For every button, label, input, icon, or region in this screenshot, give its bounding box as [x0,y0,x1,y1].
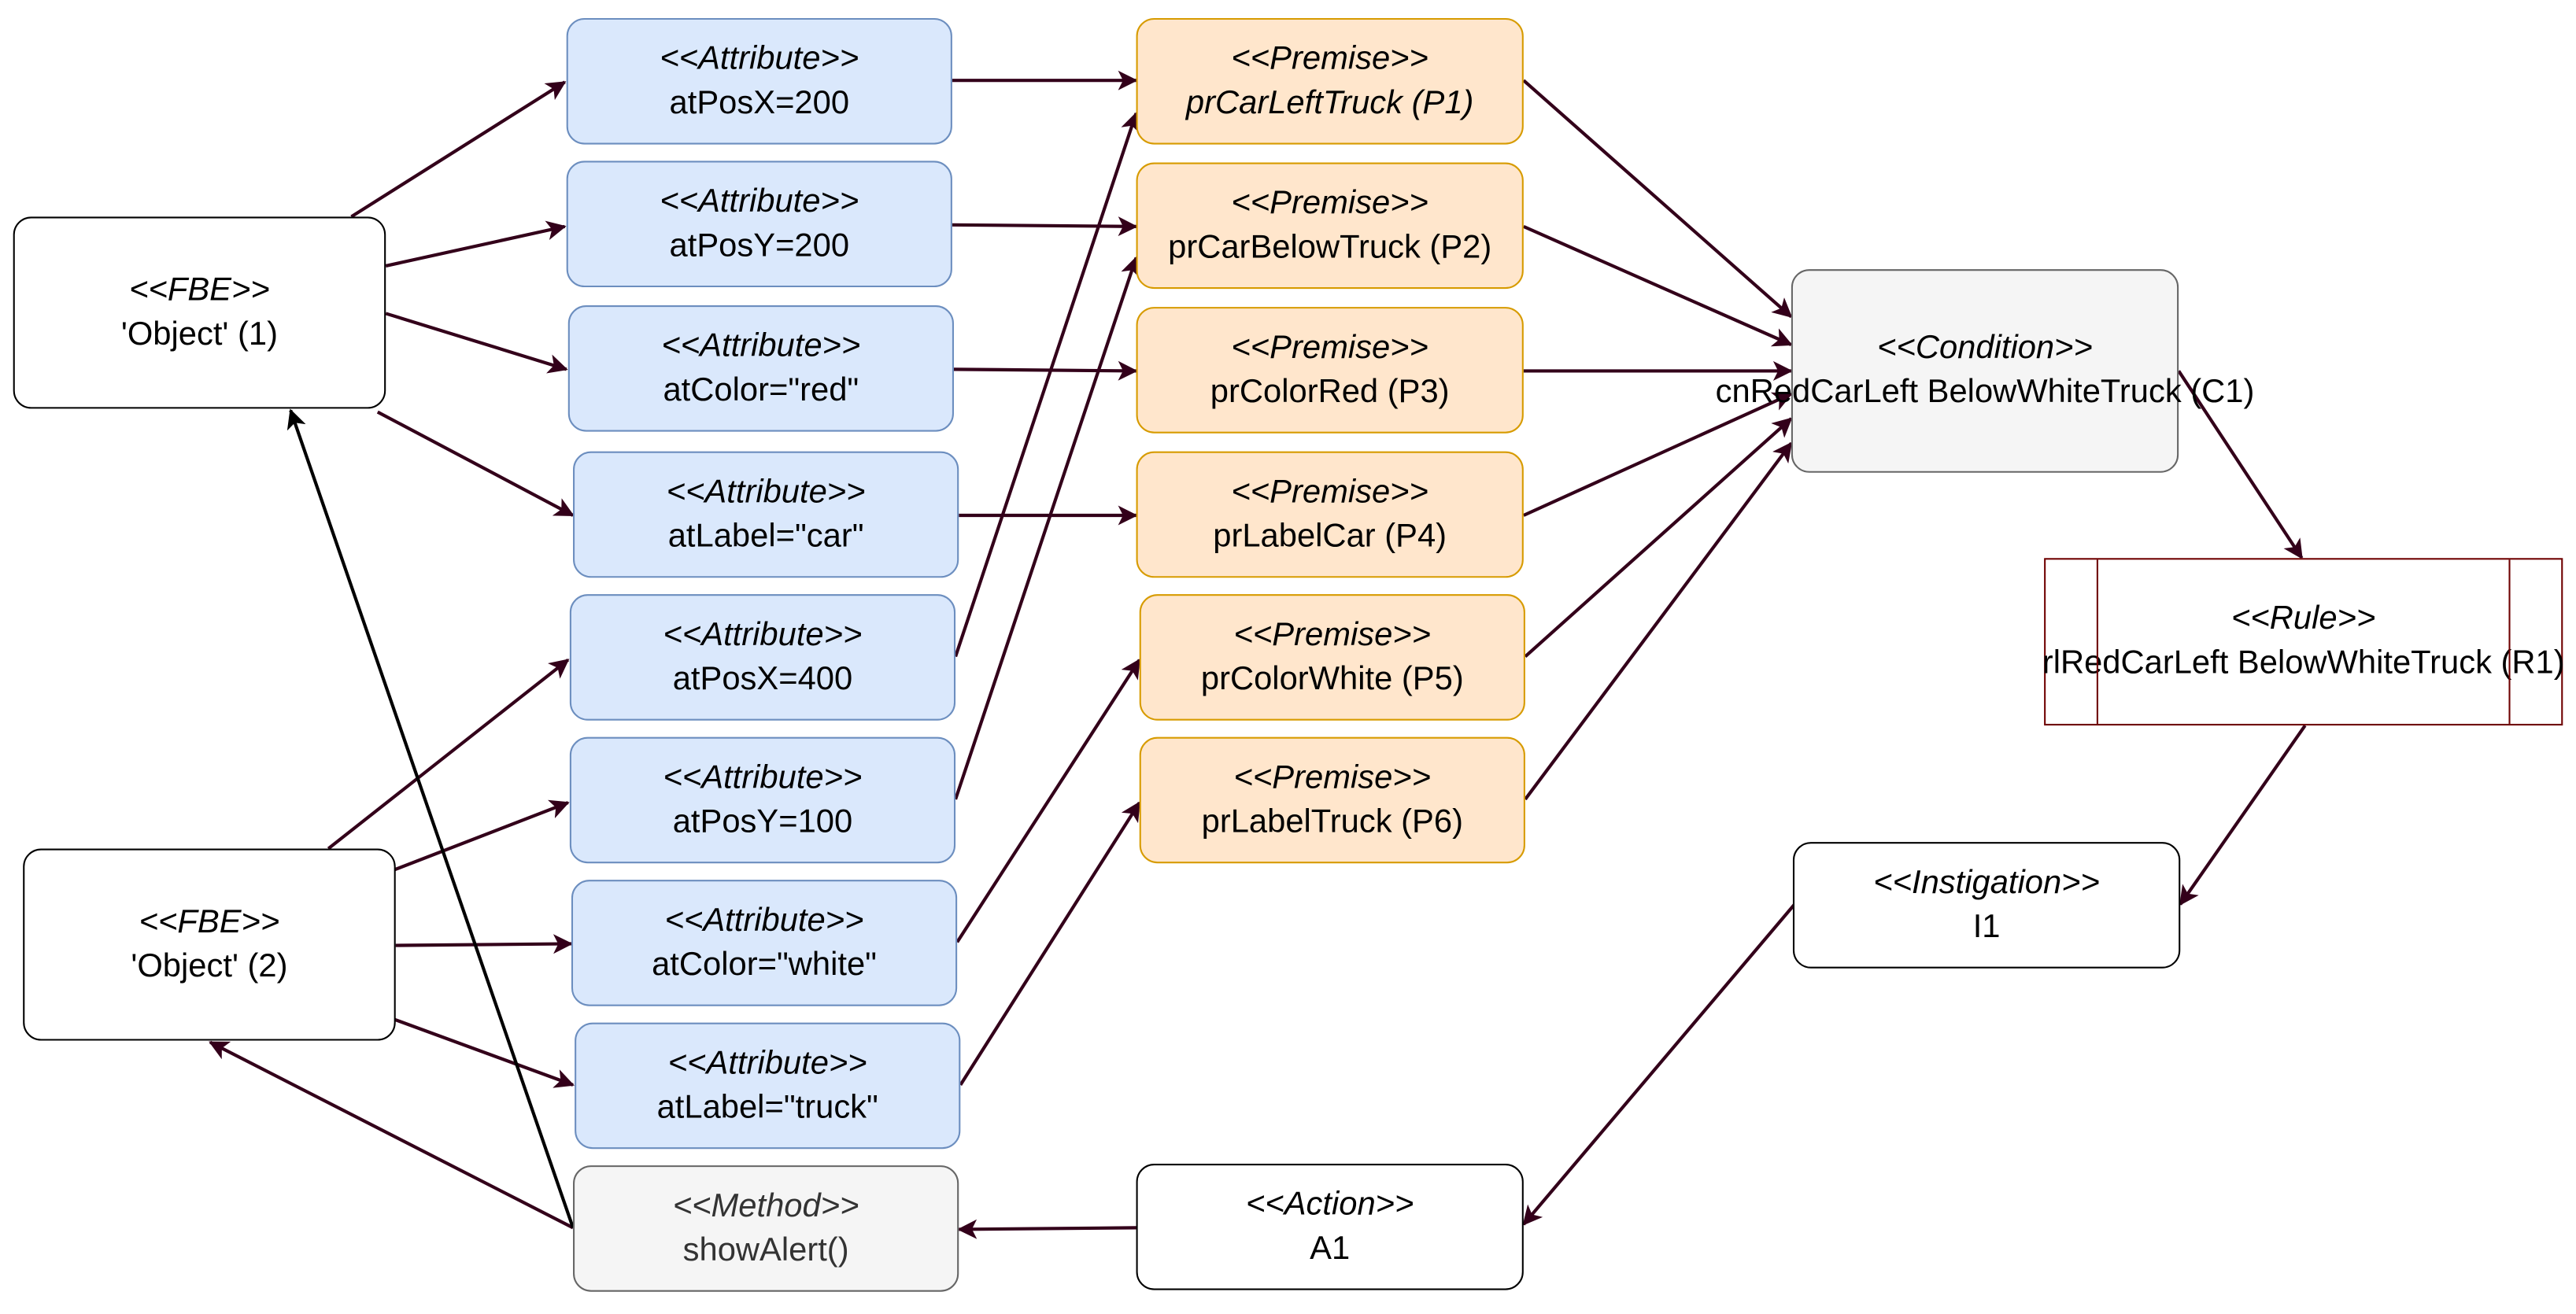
attribute-name: atColor="red" [663,371,859,408]
attribute-atposx-200[interactable]: <<Attribute>> atPosX=200 [566,17,952,145]
premise-name: prColorRed (P3) [1210,373,1450,410]
edge-fbe2-atlabeltruck [393,1017,575,1088]
fbe-object-2-name: 'Object' (2) [131,947,288,984]
premise-stereotype: <<Premise>> [1233,616,1432,653]
rule-name: rlRedCarLeft BelowWhiteTruck (R1) [2042,644,2565,681]
attribute-name: atLabel="car" [667,518,864,555]
premise-p4[interactable]: <<Premise>> prLabelCar (P4) [1136,451,1524,578]
edge-fbe1-atcolorred [385,312,568,374]
edge-atcolorred-p3 [953,360,1138,381]
attribute-stereotype: <<Attribute>> [660,40,859,77]
edge-fbe1-atposx200 [350,80,567,219]
premise-p1[interactable]: <<Premise>> prCarLeftTruck (P1) [1136,17,1524,145]
instigation-i1[interactable]: <<Instigation>> I1 [1792,842,2181,969]
premise-stereotype: <<Premise>> [1231,40,1428,77]
attribute-stereotype: <<Attribute>> [661,327,861,364]
attribute-name: atPosY=100 [672,803,853,840]
premise-p6[interactable]: <<Premise>> prLabelTruck (P6) [1139,736,1525,864]
condition-name: cnRedCarLeft BelowWhiteTruck (C1) [1715,374,2255,411]
edge-atposx400-p1 [954,111,1140,658]
edge-atposy200-p2 [952,216,1138,237]
attribute-name: atLabel="truck" [656,1089,878,1125]
edge-method-fbe2 [209,1040,574,1230]
attribute-stereotype: <<Attribute>> [663,616,863,653]
attribute-stereotype: <<Attribute>> [660,183,859,220]
action-a1[interactable]: <<Action>> A1 [1136,1164,1524,1290]
premise-p2[interactable]: <<Premise>> prCarBelowTruck (P2) [1136,162,1524,290]
edge-fbe2-atcolorwhite [395,934,574,954]
edge-r1-i1 [2179,724,2307,906]
attribute-atposx-400[interactable]: <<Attribute>> atPosX=400 [569,594,956,721]
edge-atlabeltruck-p6 [959,801,1141,1086]
edge-fbe2-atposy100 [393,799,570,872]
edge-c1-r1 [2177,370,2304,559]
edge-p1-c1 [1522,79,1793,319]
premise-p3[interactable]: <<Premise>> prColorRed (P3) [1136,307,1524,434]
attribute-stereotype: <<Attribute>> [664,902,864,939]
attribute-atlabel-car[interactable]: <<Attribute>> atLabel="car" [573,451,959,578]
method-stereotype: <<Method>> [672,1187,859,1224]
edge-a1-method [957,1219,1136,1239]
premise-stereotype: <<Premise>> [1231,473,1428,510]
method-showalert[interactable]: <<Method>> showAlert() [573,1165,959,1292]
attribute-stereotype: <<Attribute>> [663,759,863,795]
premise-name: prLabelTruck (P6) [1201,803,1463,840]
premise-name: prLabelCar (P4) [1213,518,1447,555]
attribute-atposy-200[interactable]: <<Attribute>> atPosY=200 [566,161,952,288]
fbe-object-1-stereotype: <<FBE>> [129,271,270,308]
edge-atposy100-p2 [954,256,1140,800]
premise-name: prCarLeftTruck (P1) [1185,84,1474,121]
rule-stereotype: <<Rule>> [2231,600,2376,637]
premise-name: prCarBelowTruck (P2) [1168,229,1492,265]
instigation-name: I1 [1972,908,2001,945]
edge-fbe1-atposy200 [385,220,567,268]
premise-stereotype: <<Premise>> [1231,184,1428,221]
attribute-name: atPosX=200 [669,84,850,121]
premise-p5[interactable]: <<Premise>> prColorWhite (P5) [1139,594,1525,721]
premise-stereotype: <<Premise>> [1233,759,1432,795]
premise-name: prColorWhite (P5) [1200,660,1464,697]
rule-right-bar [2508,559,2511,724]
fbe-object-2-stereotype: <<FBE>> [139,903,280,940]
rule-left-bar [2096,559,2098,724]
fbe-object-1[interactable]: <<FBE>> 'Object' (1) [13,216,386,409]
premise-stereotype: <<Premise>> [1231,329,1428,366]
fbe-object-2[interactable]: <<FBE>> 'Object' (2) [23,848,396,1041]
edge-p5-c1 [1524,417,1793,658]
edge-i1-a1 [1522,903,1796,1226]
rule-r1[interactable]: <<Rule>> rlRedCarLeft BelowWhiteTruck (R… [2042,558,2565,726]
method-name: showAlert() [682,1231,849,1268]
action-name: A1 [1310,1230,1351,1267]
condition-c1[interactable]: <<Condition>> cnRedCarLeft BelowWhiteTru… [1716,269,2254,473]
attribute-name: atPosX=400 [672,660,853,697]
attribute-atcolor-white[interactable]: <<Attribute>> atColor="white" [571,880,958,1006]
attribute-atlabel-truck[interactable]: <<Attribute>> atLabel="truck" [575,1022,961,1150]
attribute-stereotype: <<Attribute>> [667,1044,867,1081]
instigation-stereotype: <<Instigation>> [1873,864,2100,901]
fbe-object-1-name: 'Object' (1) [120,316,278,352]
edge-method-fbe1 [286,408,575,1229]
condition-stereotype: <<Condition>> [1877,330,2093,367]
edge-fbe2-atposx400 [327,658,570,851]
action-stereotype: <<Action>> [1245,1186,1414,1223]
edge-atcolorwhite-p5 [955,658,1141,943]
edge-fbe1-atlabelcar [376,410,575,517]
attribute-name: atColor="white" [652,946,877,983]
attribute-stereotype: <<Attribute>> [666,473,866,510]
attribute-atcolor-red[interactable]: <<Attribute>> atColor="red" [567,305,954,432]
edge-p6-c1 [1524,441,1793,801]
attribute-atposy-100[interactable]: <<Attribute>> atPosY=100 [569,736,956,864]
edge-p2-c1 [1523,224,1793,347]
edge-p4-c1 [1522,392,1793,517]
attribute-name: atPosY=200 [669,227,850,264]
